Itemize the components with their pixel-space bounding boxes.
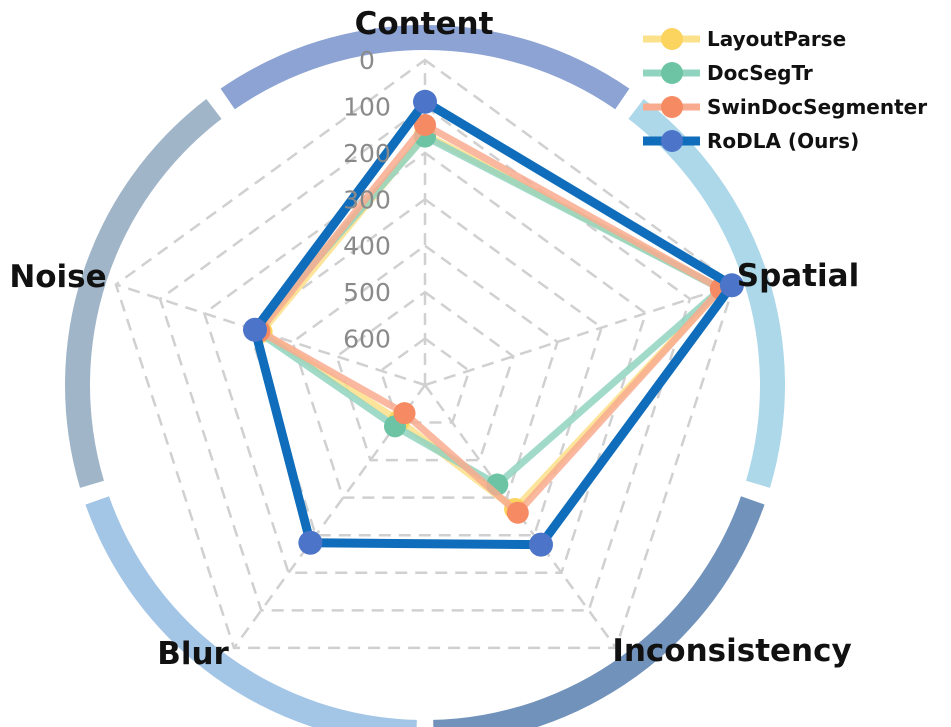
grid-ring-200 bbox=[202, 151, 648, 575]
series-rodla-ours bbox=[243, 89, 744, 557]
tick-label: 0 bbox=[359, 46, 375, 75]
axis-label-blur: Blur bbox=[157, 636, 229, 672]
sector-noise bbox=[64, 99, 222, 488]
legend-swatch-marker bbox=[661, 62, 683, 84]
point-content bbox=[414, 114, 436, 136]
spoke-blur bbox=[232, 384, 427, 649]
grid-ring-500 bbox=[335, 290, 515, 462]
legend: LayoutParseDocSegTrSwinDocSegmenterRoDLA… bbox=[643, 27, 927, 153]
legend-label: DocSegTr bbox=[707, 61, 813, 85]
sector-ring bbox=[64, 25, 786, 727]
tick-label: 400 bbox=[343, 232, 391, 261]
legend-label: SwinDocSegmenter bbox=[707, 95, 927, 119]
grid-ring-100 bbox=[158, 104, 692, 612]
legend-label: RoDLA (Ours) bbox=[707, 129, 859, 153]
grid-ring-600 bbox=[379, 337, 471, 424]
tick-label: 600 bbox=[343, 325, 391, 354]
axis-label-noise: Noise bbox=[9, 259, 106, 295]
tick-label: 300 bbox=[343, 185, 391, 214]
legend-item: DocSegTr bbox=[643, 61, 813, 85]
legend-item: RoDLA (Ours) bbox=[643, 129, 859, 153]
tick-labels: 0 100 200 300 400 500 600 bbox=[343, 46, 391, 354]
spoke-spatial bbox=[424, 283, 735, 387]
point-inconsistency bbox=[528, 532, 553, 557]
axis-label-content: Content bbox=[355, 6, 494, 42]
series-swindocsegmenter bbox=[248, 114, 732, 524]
sector-inconsistency bbox=[433, 496, 765, 727]
series-layoutparse bbox=[250, 123, 732, 520]
sector-spatial bbox=[628, 99, 786, 488]
point-blur bbox=[298, 530, 323, 555]
point-noise bbox=[243, 317, 267, 342]
series-line bbox=[250, 97, 737, 550]
series-docsegtr bbox=[244, 125, 732, 496]
tick-label: 200 bbox=[343, 139, 391, 168]
point-blur bbox=[393, 402, 416, 425]
point-inconsistency bbox=[506, 501, 529, 524]
legend-item: LayoutParse bbox=[643, 27, 846, 51]
legend-swatch-marker bbox=[661, 28, 683, 50]
legend-swatch-marker bbox=[661, 96, 683, 118]
grid-ring-400 bbox=[291, 244, 559, 499]
series-line bbox=[258, 130, 725, 513]
axis-label-spatial: Spatial bbox=[737, 258, 859, 294]
tick-label: 500 bbox=[343, 278, 391, 307]
series-group bbox=[243, 89, 744, 557]
legend-swatch-marker bbox=[661, 130, 683, 152]
grid-ring-0 bbox=[114, 58, 736, 650]
point-spatial bbox=[719, 273, 744, 298]
point-content bbox=[413, 89, 437, 114]
axis-label-inconsistency: Inconsistency bbox=[612, 633, 851, 669]
sector-content bbox=[220, 25, 630, 110]
series-line bbox=[255, 121, 725, 517]
legend-item: SwinDocSegmenter bbox=[643, 95, 927, 119]
sector-blur bbox=[85, 496, 417, 727]
tick-label: 100 bbox=[343, 92, 391, 121]
legend-label: LayoutParse bbox=[707, 27, 846, 51]
